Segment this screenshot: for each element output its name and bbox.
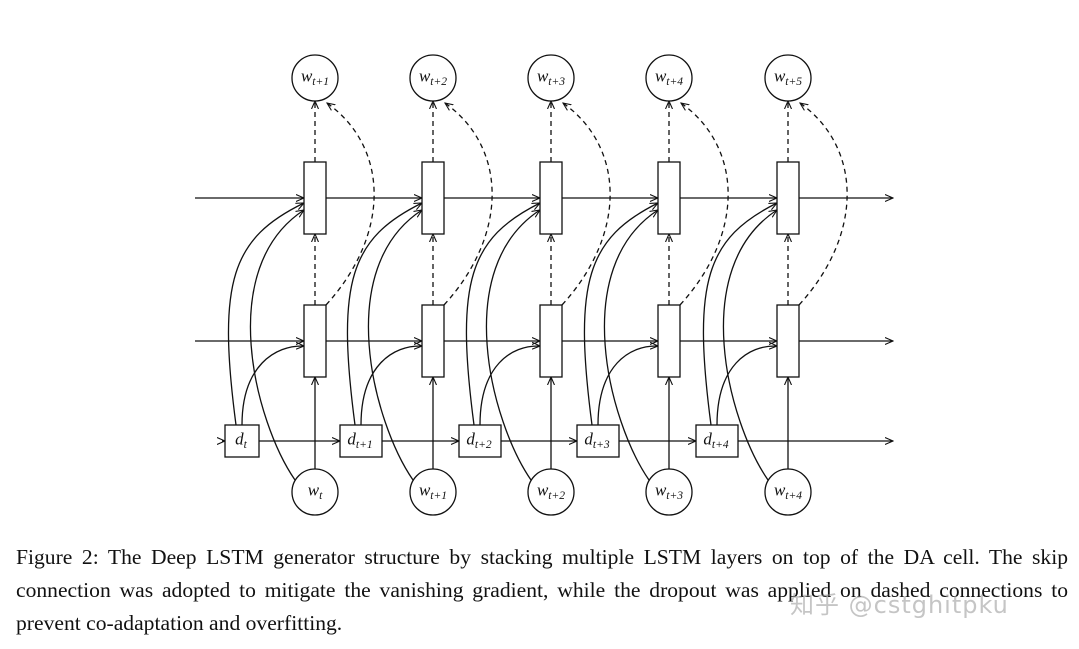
da-to-top-lstm-arrow [346, 203, 422, 426]
output-word-node [645, 54, 693, 102]
input-word-label: wt [308, 480, 323, 502]
connections [195, 101, 893, 481]
output-word-label: wt+5 [774, 66, 802, 88]
watermark: 知乎 @cstghitpku [790, 591, 1009, 619]
skip-dropout-arrow [325, 103, 375, 306]
input-to-top-lstm-arrow [485, 210, 540, 481]
input-word-label: wt+2 [537, 480, 565, 502]
input-to-top-lstm-arrow [249, 210, 304, 481]
da-to-bottom-lstm-arrow [597, 346, 658, 426]
output-word-label: wt+2 [419, 66, 447, 88]
input-word-node [291, 468, 339, 516]
da-cell-label: dt+2 [466, 429, 492, 451]
da-cell-label: dt+4 [703, 429, 729, 451]
da-to-top-lstm-arrow [702, 203, 777, 426]
da-to-bottom-lstm-arrow [479, 346, 540, 426]
input-to-top-lstm-arrow [603, 210, 658, 481]
skip-dropout-arrow [443, 103, 493, 306]
da-cell-label: dt [235, 429, 248, 451]
input-word-node [527, 468, 575, 516]
bottom-lstm-cell [657, 304, 681, 378]
bottom-lstm-cell [303, 304, 327, 378]
da-cell-label: dt+1 [347, 429, 372, 451]
top-lstm-cell [303, 161, 327, 235]
skip-dropout-arrow [561, 103, 611, 306]
da-cell [224, 424, 260, 458]
output-word-label: wt+3 [537, 66, 565, 88]
input-word-node [409, 468, 457, 516]
da-to-top-lstm-arrow [583, 203, 658, 426]
da-to-top-lstm-arrow [465, 203, 540, 426]
da-cell-label: dt+3 [584, 429, 610, 451]
da-to-bottom-lstm-arrow [716, 346, 777, 426]
output-word-node [291, 54, 339, 102]
da-to-top-lstm-arrow [227, 203, 304, 426]
top-lstm-cell [539, 161, 563, 235]
output-word-label: wt+1 [301, 66, 329, 88]
top-lstm-cell [657, 161, 681, 235]
top-lstm-cell [776, 161, 800, 235]
skip-dropout-arrow [679, 103, 729, 306]
output-word-label: wt+4 [655, 66, 683, 88]
figure-caption: Figure 2: The Deep LSTM generator struct… [16, 545, 1068, 635]
da-cell [339, 424, 383, 458]
top-lstm-cell [421, 161, 445, 235]
input-to-top-lstm-arrow [367, 210, 422, 481]
da-to-bottom-lstm-arrow [241, 346, 304, 426]
output-word-node [764, 54, 812, 102]
nodes: wt+1 wt dt wt+2 wt+1 dt+1 wt+3 wt+2 dt+2 wt+4 wt+3… [224, 54, 812, 516]
input-word-label: wt+4 [774, 480, 802, 502]
input-word-node [764, 468, 812, 516]
da-to-bottom-lstm-arrow [360, 346, 422, 426]
da-cell [695, 424, 739, 458]
input-to-top-lstm-arrow [722, 210, 777, 481]
input-word-label: wt+1 [419, 480, 447, 502]
bottom-lstm-cell [776, 304, 800, 378]
output-word-node [409, 54, 457, 102]
input-word-node [645, 468, 693, 516]
skip-dropout-arrow [798, 103, 848, 306]
output-word-node [527, 54, 575, 102]
bottom-lstm-cell [539, 304, 563, 378]
input-word-label: wt+3 [655, 480, 683, 502]
bottom-lstm-cell [421, 304, 445, 378]
deep-lstm-diagram: wt+1 wt dt wt+2 wt+1 dt+1 wt+3 wt+2 dt+2 wt+4 wt+3… [195, 54, 1079, 516]
da-cell [458, 424, 502, 458]
da-cell [576, 424, 620, 458]
